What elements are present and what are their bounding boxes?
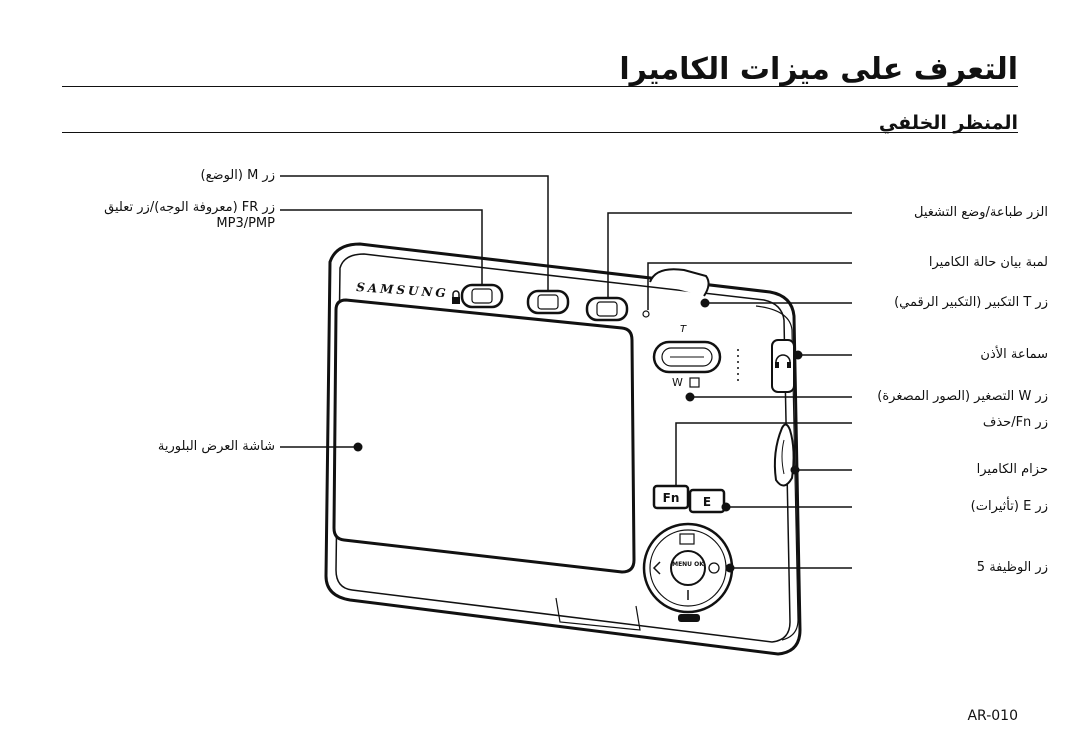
fn-button-shape[interactable]: Fn [652,484,690,510]
strap-lug [773,423,795,487]
five-function-label: زر الوظيفة 5 [976,560,1048,575]
section-subtitle: المنظر الخلفي [878,112,1018,134]
w-mark: W [672,376,683,389]
leader-dots [353,298,803,573]
t-button-label: زر T التكبير (التكبير الرقمي) [894,295,1048,310]
e-button-label: زر E (تأثيرات) [970,499,1048,514]
leader-lines [280,175,852,569]
subtitle-rule [62,132,1018,133]
m-button-label: زر M (الوضع) [200,168,275,183]
t-mark: T [680,324,687,335]
print-button-shape[interactable] [585,296,629,322]
fr-button-text: زر FR (معروفة الوجه)/زر تعليق [104,200,275,215]
five-function-pad[interactable]: MENU OK [642,522,734,614]
page-code: AR-010 [967,708,1018,724]
fr-button-label: زر FR (معروفة الوجه)/زر تعليق MP3/PMP [104,200,275,232]
w-button-label: زر W التصغير (الصور المصغرة) [877,389,1048,404]
m-button-shape[interactable] [526,289,570,315]
thumbnail-icon [689,377,700,388]
play-pause-mark [678,614,700,622]
busy-lamp-label: لمبة بيان حالة الكاميرا [928,255,1048,270]
print-button-label: الزر طباعة/وضع التشغيل [914,205,1048,220]
brand-logo: SAMSUNG [356,280,449,300]
fn-button-label: زر Fn/حذف [982,415,1048,430]
e-key-label: E [703,495,711,509]
menu-ok-label: MENU OK [672,561,704,568]
earphone-label: سماعة الأذن [980,347,1048,362]
title-rule [62,86,1018,87]
earphone-port [771,339,795,393]
lock-icon [452,290,460,304]
status-lamp [642,310,650,318]
page-title: التعرف على ميزات الكاميرا [619,52,1018,87]
e-button-shape[interactable]: E [688,488,726,514]
speaker-grille [737,349,739,381]
zoom-rocker[interactable] [652,340,722,374]
lcd-label: شاشة العرض البلورية [157,439,275,454]
fr-button-shape[interactable] [460,283,504,309]
fr-button-subtext: MP3/PMP [216,216,275,231]
fn-key-label: Fn [663,491,680,505]
strap-label: حزام الكاميرا [976,462,1048,477]
lcd-screen [332,298,636,574]
